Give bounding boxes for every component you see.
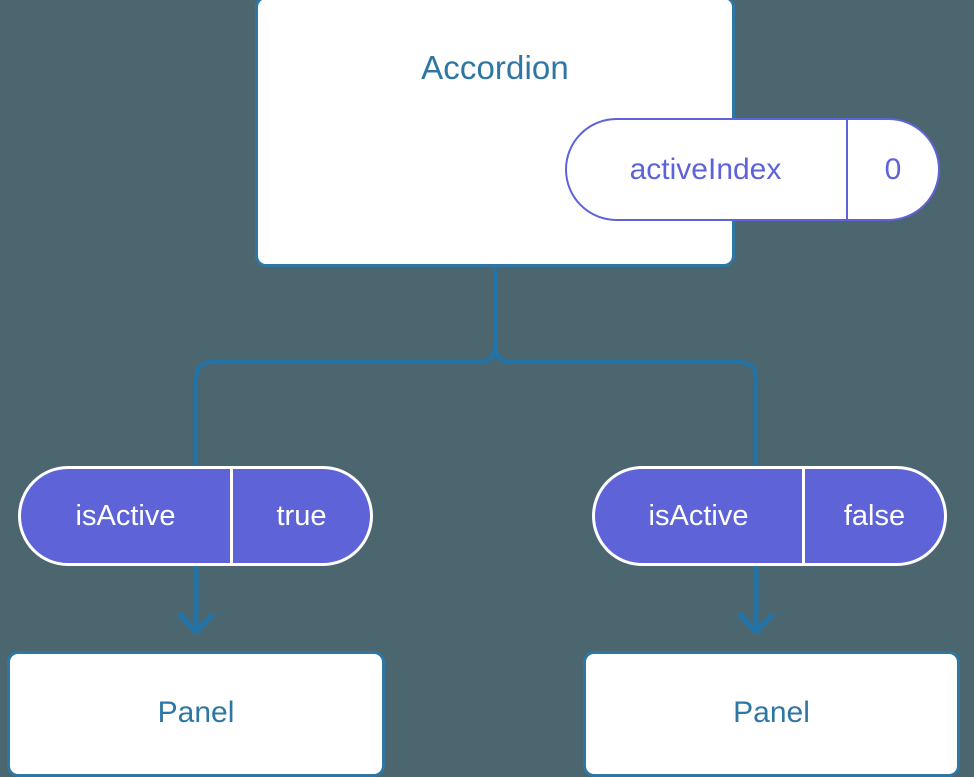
connector-root-to-left xyxy=(194,265,497,468)
prop-pill-is-active-false[interactable]: isActive false xyxy=(592,466,947,566)
prop-pill-value: false xyxy=(843,499,906,532)
arrow-right-pill-to-panel xyxy=(737,563,775,635)
prop-pill-key: isActive xyxy=(21,469,233,563)
component-node-panel-left[interactable]: Panel xyxy=(7,651,385,777)
accordion-title: Accordion xyxy=(421,49,569,86)
state-pill-value: 0 xyxy=(884,152,902,186)
prop-pill-key: isActive xyxy=(595,469,805,563)
panel-title: Panel xyxy=(733,696,810,729)
prop-pill-value: true xyxy=(276,499,327,532)
prop-pill-is-active-true[interactable]: isActive true xyxy=(18,466,373,566)
connector-root-to-right xyxy=(493,265,758,468)
state-pill-active-index[interactable]: activeIndex 0 xyxy=(565,118,940,221)
state-pill-key: activeIndex xyxy=(567,120,848,219)
arrow-left-pill-to-panel xyxy=(177,563,215,635)
component-node-accordion[interactable]: Accordion activeIndex 0 xyxy=(255,0,940,267)
component-node-panel-right[interactable]: Panel xyxy=(583,651,960,777)
panel-title: Panel xyxy=(157,696,235,729)
